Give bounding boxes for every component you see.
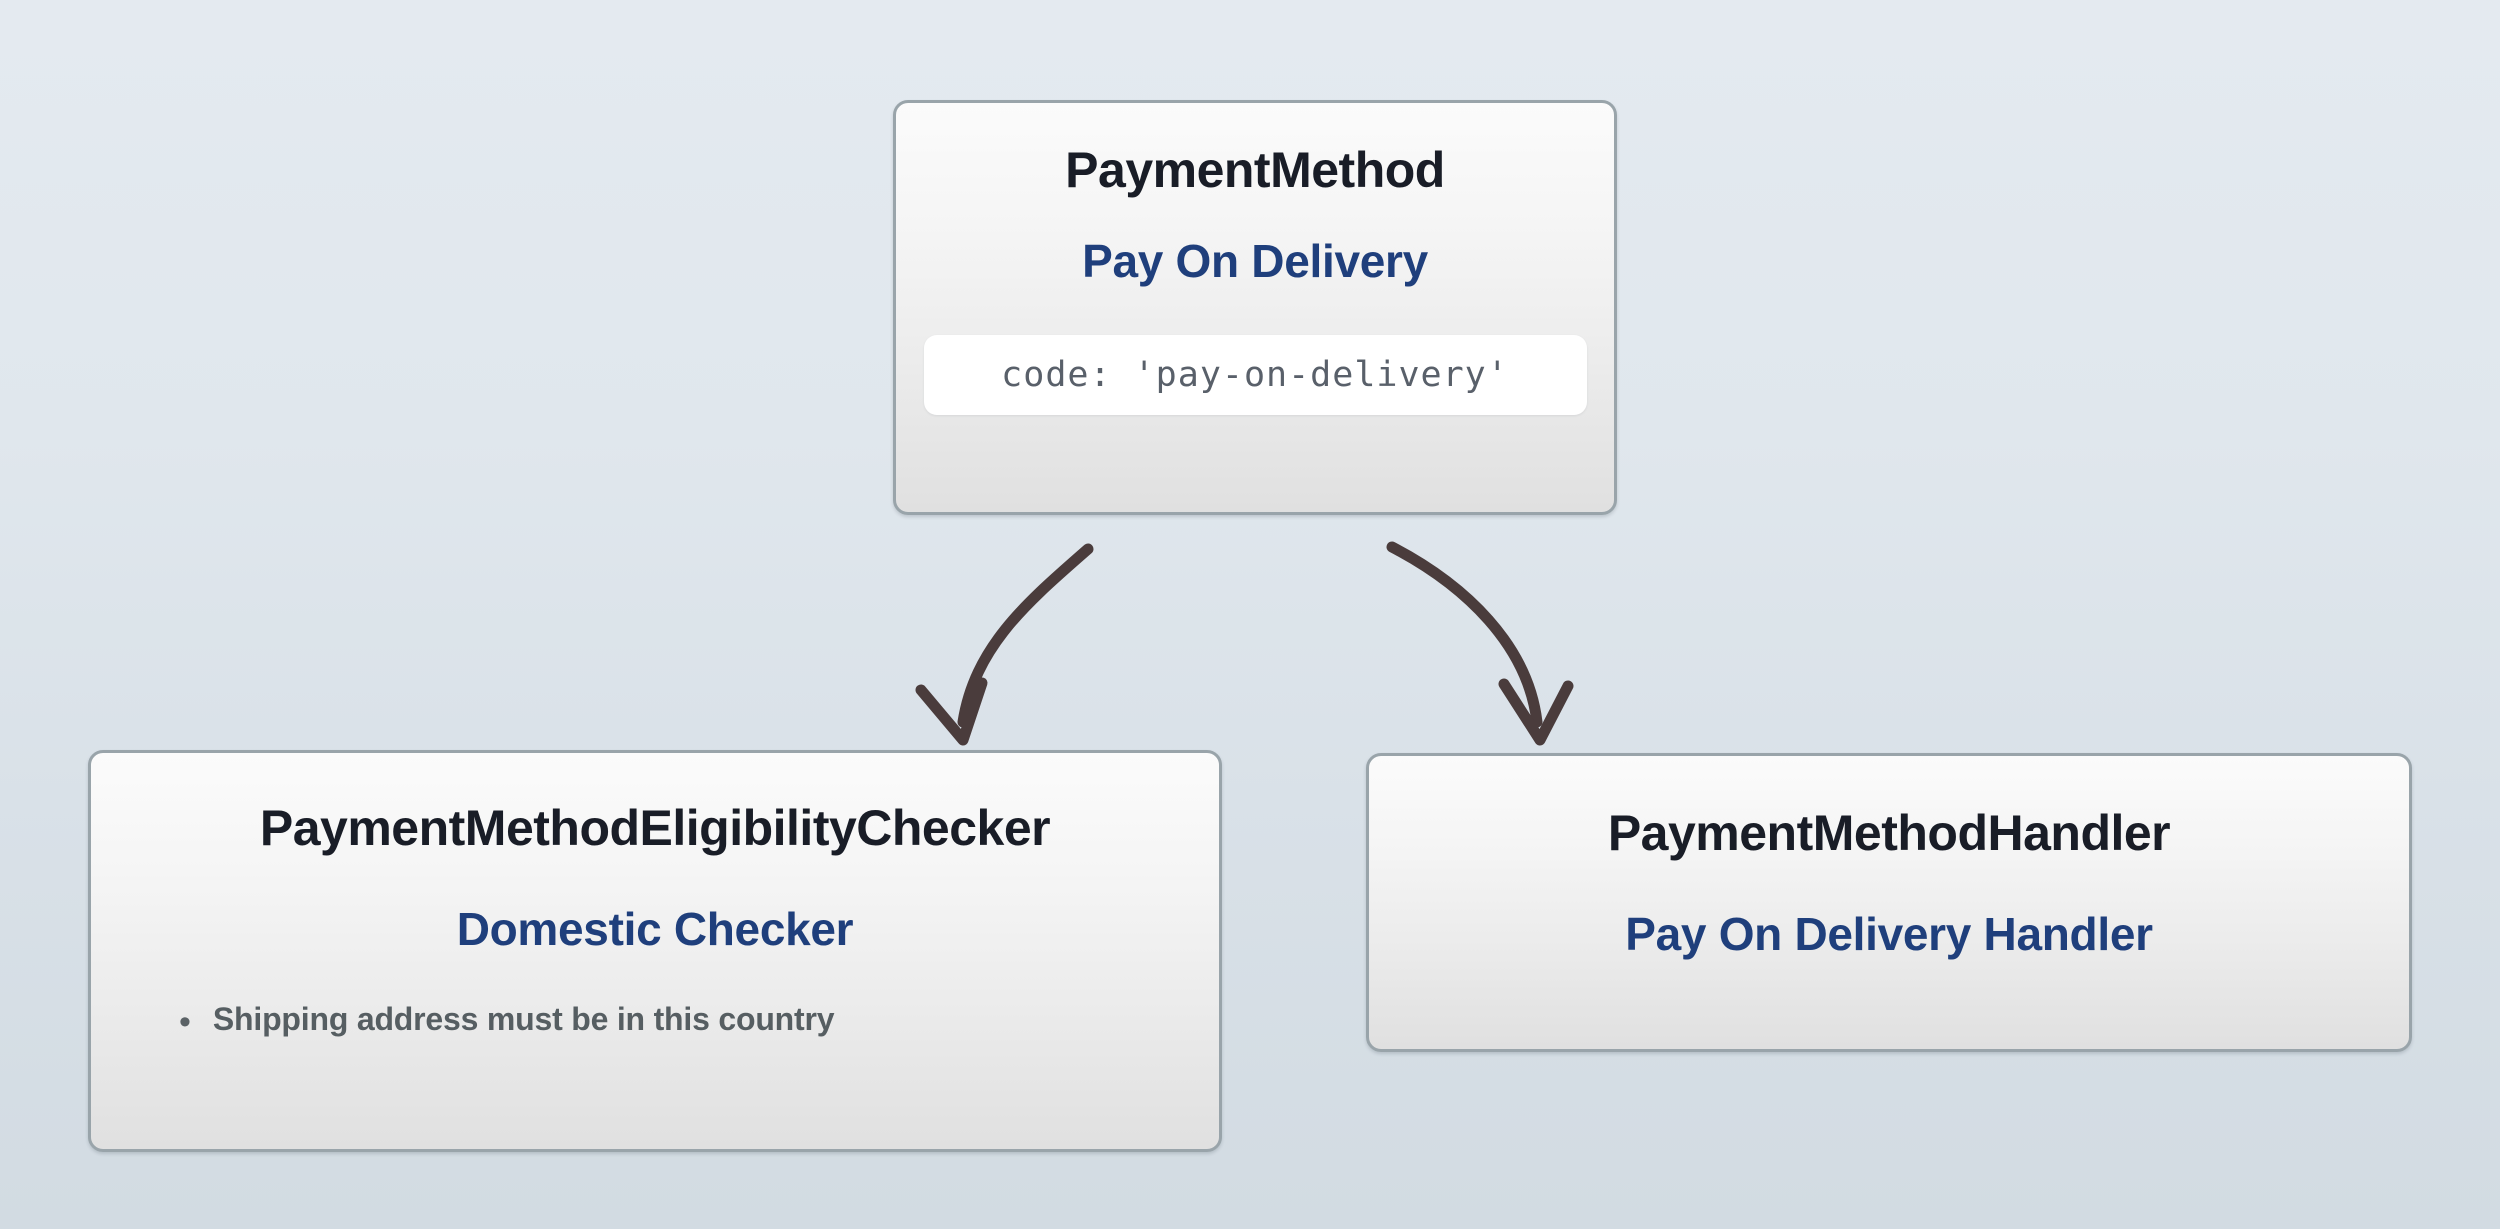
edge-payment-method-to-handler	[1386, 541, 1574, 746]
node-eligibility-checker-type-label: PaymentMethodEligibilityChecker	[259, 800, 1051, 856]
node-payment-method-handler[interactable]: PaymentMethodHandler Pay On Delivery Han…	[1366, 753, 2412, 1052]
edge-payment-method-to-eligibility-checker	[915, 543, 1094, 746]
eligibility-rule-text: Shipping address must be in this country	[212, 1000, 835, 1037]
node-handler-name-label: Pay On Delivery Handler	[1625, 908, 2153, 960]
eligibility-rule-list: • Shipping address must be in this count…	[91, 1001, 1219, 1047]
node-payment-method-eligibility-checker[interactable]: PaymentMethodEligibilityChecker Domestic…	[88, 750, 1222, 1152]
code-line-text: code: 'pay-on-delivery'	[1001, 354, 1509, 395]
node-eligibility-checker-name-label: Domestic Checker	[456, 903, 854, 955]
node-payment-method[interactable]: PaymentMethod Pay On Delivery code: 'pay…	[893, 100, 1617, 515]
bullet-icon: •	[179, 1002, 191, 1041]
node-handler-type-label: PaymentMethodHandler	[1607, 805, 2171, 861]
node-payment-method-type-label: PaymentMethod	[1065, 142, 1445, 198]
code-box: code: 'pay-on-delivery'	[923, 334, 1587, 415]
list-item: • Shipping address must be in this count…	[91, 1001, 1219, 1039]
node-payment-method-name-label: Pay On Delivery	[1082, 235, 1428, 287]
